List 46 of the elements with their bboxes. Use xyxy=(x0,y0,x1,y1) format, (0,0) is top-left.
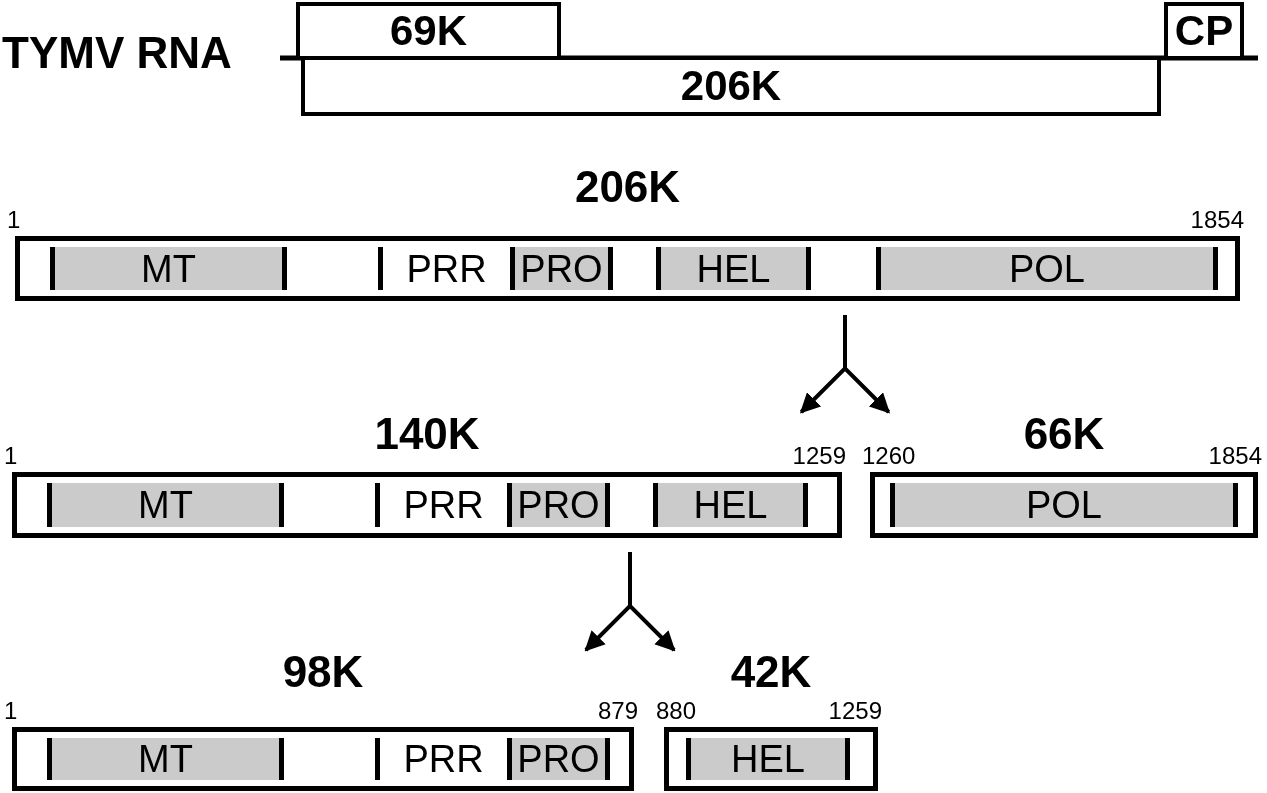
domain-segment xyxy=(876,247,1218,290)
domain-label: PRR xyxy=(406,249,487,288)
domain-label: HEL xyxy=(693,486,768,524)
orf-label: CP xyxy=(1174,10,1234,52)
domain-label: HEL xyxy=(696,249,771,288)
domain-segment xyxy=(653,483,808,527)
domain-label: PRR xyxy=(403,740,484,778)
domain-segment xyxy=(656,247,811,290)
protein-name: 66K xyxy=(1023,412,1105,456)
domain-label: PRO xyxy=(520,249,603,288)
orf-label: 69K xyxy=(389,10,468,52)
orf-label: 206K xyxy=(680,65,782,107)
domain-segment xyxy=(507,738,610,780)
domain-label: HEL xyxy=(731,740,805,778)
residue-number: 1 xyxy=(4,444,18,468)
protein-name: 206K xyxy=(574,165,681,209)
residue-number: 879 xyxy=(597,699,638,723)
domain-segment xyxy=(47,738,284,780)
protein-name: 140K xyxy=(374,412,480,456)
domain-segment xyxy=(507,483,610,527)
domain-segment xyxy=(47,483,284,527)
domain-label: PRO xyxy=(517,740,600,778)
domain-segment xyxy=(50,247,287,290)
domain-label: POL xyxy=(1008,249,1085,288)
domain-segment xyxy=(890,483,1238,527)
domain-segment xyxy=(686,738,850,780)
arrow xyxy=(628,552,676,652)
domain-label: PRO xyxy=(517,486,600,524)
residue-number: 1259 xyxy=(792,444,846,468)
protein-name: 42K xyxy=(730,650,812,694)
arrow xyxy=(843,315,891,414)
residue-number: 1 xyxy=(4,699,18,723)
residue-number: 880 xyxy=(656,699,697,723)
domain-label: MT xyxy=(138,740,193,778)
protein-name: 98K xyxy=(282,650,364,694)
residue-number: 1259 xyxy=(828,699,882,723)
residue-number: 1 xyxy=(7,208,21,232)
domain-label: PRR xyxy=(403,486,484,524)
rna-label: TYMV RNA xyxy=(2,28,232,78)
domain-label: MT xyxy=(138,486,193,524)
domain-segment xyxy=(510,247,613,290)
domain-label: MT xyxy=(141,249,196,288)
residue-number: 1854 xyxy=(1190,208,1244,232)
domain-label: POL xyxy=(1025,486,1102,524)
residue-number: 1260 xyxy=(862,444,916,468)
residue-number: 1854 xyxy=(1208,444,1262,468)
